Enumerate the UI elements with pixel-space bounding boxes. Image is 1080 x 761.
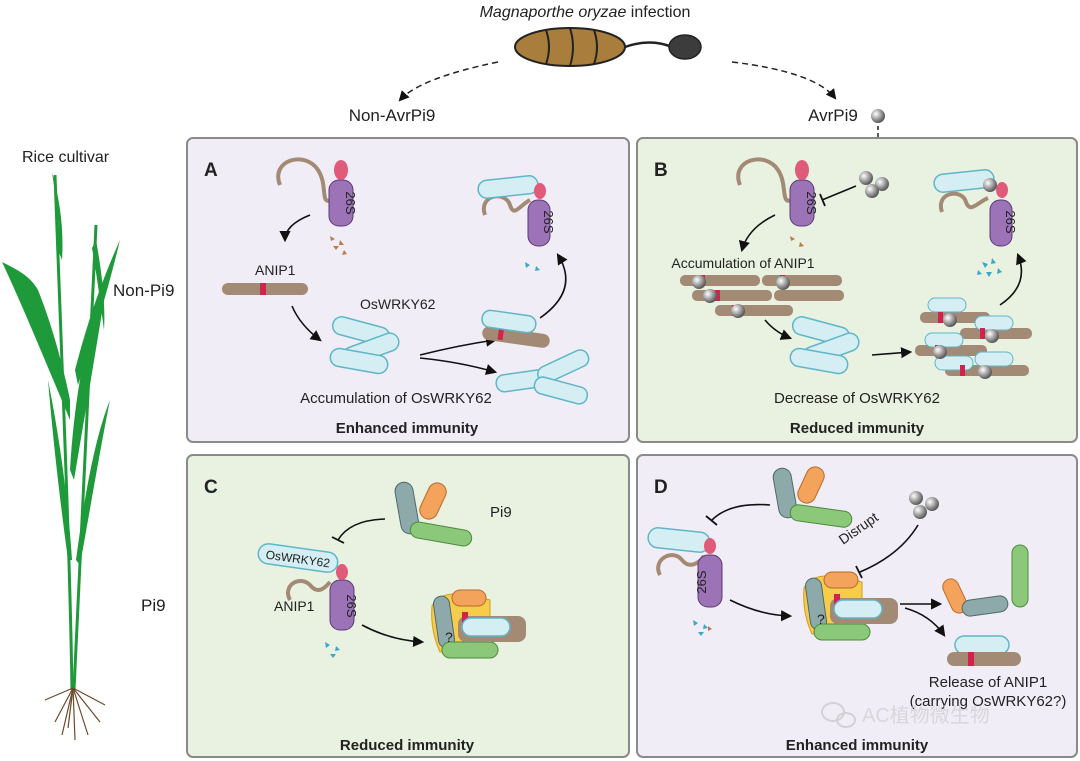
panel-c-pi9-label: Pi9 (490, 504, 512, 521)
panel-b-letter: B (654, 160, 668, 181)
svg-text:26S: 26S (1003, 210, 1018, 233)
fungus-spore-icon (514, 27, 702, 67)
infection-title: Magnaporthe oryzae infection (480, 4, 691, 21)
panel-a-oswrky62: OsWRKY62 (360, 296, 436, 312)
panel-c-letter: C (204, 477, 218, 498)
panel-a-proteasome-right: 26S (477, 175, 556, 271)
panel-b-proteasome-left: 26S (736, 157, 819, 247)
label-non-avrpi9: Non-AvrPi9 (349, 106, 436, 125)
panel-c-anip1-label: ANIP1 (274, 598, 315, 614)
svg-text:26S: 26S (694, 570, 709, 593)
watermark-text: AC植物微生物 (862, 704, 990, 727)
panel-a-anip1: ANIP1 (255, 262, 296, 278)
panel-b-decrease: Decrease of OsWRKY62 (774, 390, 940, 407)
panel-a-proteasome-left: 26S (276, 157, 358, 227)
panel-d-release-line2: (carrying OsWRKY62?) (910, 693, 1067, 710)
watermark: AC植物微生物 (821, 702, 990, 728)
panel-a-arrow-3 (419, 335, 498, 356)
panel-b-arrow-2 (764, 319, 793, 340)
panel-a-arrow-5 (539, 253, 568, 319)
panel-b-arrow-4 (999, 252, 1027, 306)
panel-d-released-pi9 (942, 544, 1029, 617)
panel-d-proteasome: 26S (647, 527, 723, 636)
panel-d: D Disrupt 26S (636, 454, 1078, 758)
label-rice-cultivar: Rice cultivar (22, 149, 110, 166)
panel-c-inhibition-line (337, 518, 386, 541)
avrpi9-effector-icon (871, 109, 885, 123)
panel-a-arrow-4 (419, 357, 498, 375)
panel-a-accumulation: Accumulation of OsWRKY62 (300, 390, 492, 407)
panel-d-release-line1: Release of ANIP1 (929, 674, 1047, 691)
panel-b-inhibition-bar (819, 193, 826, 207)
panel-c-arrow (361, 624, 425, 648)
panel-a-degraded-peptides (330, 236, 347, 255)
panel-d-arrow-3 (904, 607, 946, 637)
panel-d-letter: D (654, 477, 668, 498)
rice-plant-illustration (2, 172, 120, 741)
panel-d-pi9-anip1-complex: ? (803, 571, 898, 641)
label-non-pi9: Non-Pi9 (113, 281, 174, 300)
panel-b-outcome: Reduced immunity (790, 420, 925, 437)
panel-c-question: ? (445, 629, 453, 645)
arrow-to-non-avrpi9 (398, 61, 499, 102)
panel-d-disrupt-line (859, 524, 919, 573)
header: Magnaporthe oryzae infection Non-AvrPi9 … (349, 4, 885, 163)
svg-text:26S: 26S (344, 594, 359, 617)
panel-d-inhibition-bar (705, 515, 718, 526)
panel-d-released-anip1 (947, 635, 1021, 666)
panel-a-anip1-protein (222, 283, 308, 295)
panel-a-free-oswrky62 (495, 349, 590, 405)
panel-c: C Pi9 OsWRKY62 26S ANIP1 ? (186, 454, 630, 758)
panel-c-pi9-protein (394, 481, 473, 547)
panel-d-outcome: Enhanced immunity (786, 737, 929, 754)
panel-c-outcome: Reduced immunity (340, 737, 475, 754)
panel-c-pi9-anip1-complex: ? (431, 589, 526, 659)
panel-b-arrow-1 (738, 214, 776, 253)
panel-b-proteasome-right: 26S (933, 169, 1018, 277)
panel-a-arrow-1 (279, 214, 311, 243)
panel-a-background (186, 137, 630, 443)
panel-a-outcome: Enhanced immunity (336, 420, 479, 437)
panel-b-oswrky62-cluster (789, 316, 860, 375)
panel-b-complex-cluster (915, 297, 1032, 379)
panel-d-question: ? (817, 611, 825, 627)
svg-text:26S: 26S (343, 191, 358, 214)
panel-a-anip1-wrky-complex (481, 309, 550, 348)
label-avrpi9: AvrPi9 (808, 106, 858, 125)
panel-a-oswrky62-cluster (329, 316, 400, 375)
panel-b-arrow-3 (871, 347, 913, 359)
panel-c-background (186, 454, 630, 758)
panel-b: B 26S Accumulation of ANIP1 (636, 137, 1078, 443)
panel-d-pi9-protein (772, 466, 853, 528)
svg-text:26S: 26S (541, 210, 556, 233)
panel-b-anip1-cluster (680, 275, 844, 318)
panel-a-arrow-2 (291, 305, 322, 342)
arrow-to-avrpi9 (731, 61, 837, 100)
label-pi9: Pi9 (141, 596, 166, 615)
panel-d-disrupt-bar (855, 565, 863, 579)
svg-text:26S: 26S (804, 191, 819, 214)
panel-c-proteasome: OsWRKY62 26S (257, 543, 359, 658)
panel-a-letter: A (204, 160, 218, 181)
panel-b-accumulation: Accumulation of ANIP1 (671, 255, 814, 271)
panel-d-arrow-1 (729, 599, 793, 622)
panel-d-inhibition-line (711, 503, 771, 521)
panel-c-inhibition-bar (331, 536, 345, 544)
panel-a: A 26S ANIP1 OsWRKY62 (186, 137, 630, 443)
panel-b-inhibition-line (821, 185, 857, 201)
wechat-icon (821, 702, 856, 728)
